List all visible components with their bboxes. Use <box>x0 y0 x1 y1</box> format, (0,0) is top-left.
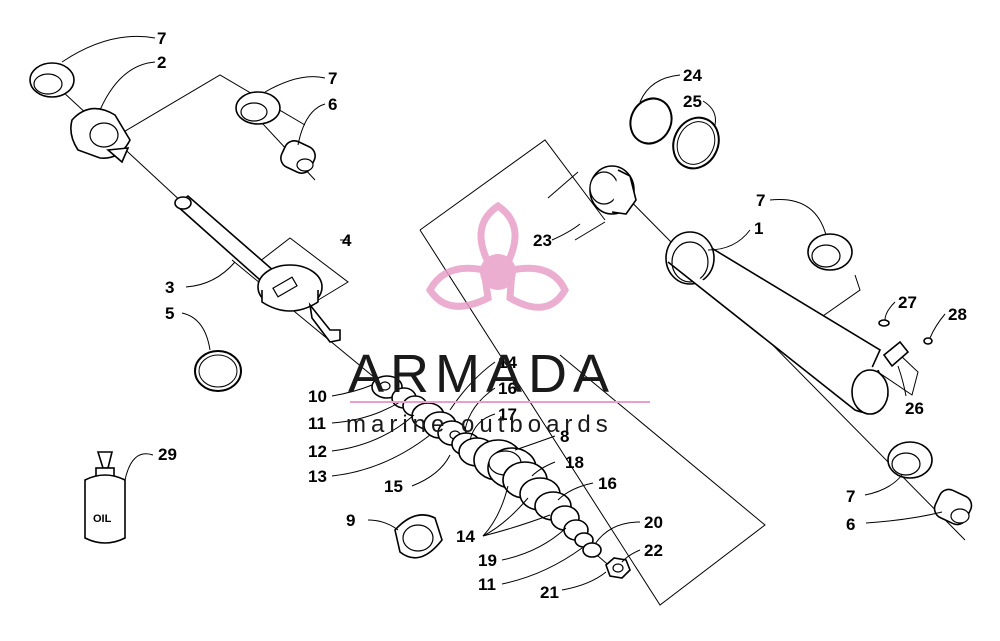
callout-13: 13 <box>308 467 327 486</box>
bushing-7-upper <box>235 91 281 125</box>
callout-6-a: 6 <box>328 95 337 114</box>
callout-7-c: 7 <box>756 191 765 210</box>
callout-2: 2 <box>157 53 166 72</box>
spring-8 <box>473 439 602 558</box>
oil-bottle-29: OIL <box>84 451 126 544</box>
callout-22: 22 <box>644 541 663 560</box>
callout-28: 28 <box>948 305 967 324</box>
callout-19: 19 <box>478 551 497 570</box>
callout-12: 12 <box>308 442 327 461</box>
callout-numbers: 7 2 7 6 3 4 5 10 11 12 13 14 16 17 15 8 … <box>157 29 967 602</box>
callout-27: 27 <box>898 293 917 312</box>
callout-3: 3 <box>165 278 174 297</box>
retainer-9 <box>394 514 443 559</box>
bushing-7-right <box>807 233 853 271</box>
callout-9: 9 <box>346 511 355 530</box>
callout-21: 21 <box>540 583 559 602</box>
callout-14-b: 14 <box>456 527 475 546</box>
bushing-7-top-left <box>29 62 75 98</box>
callout-7-d: 7 <box>846 487 855 506</box>
callout-7-b: 7 <box>328 69 337 88</box>
callout-16-a: 16 <box>498 379 517 398</box>
callout-18: 18 <box>565 453 584 472</box>
callout-6-b: 6 <box>846 515 855 534</box>
callout-5: 5 <box>165 304 174 323</box>
callout-17: 17 <box>498 405 517 424</box>
cap-23 <box>589 165 637 215</box>
sleeve-6-upper <box>280 140 316 174</box>
sleeve-6-bottom-right <box>933 488 973 526</box>
callout-25: 25 <box>683 92 702 111</box>
piston-4 <box>257 264 341 343</box>
leader-lines <box>61 35 946 591</box>
callout-14-a: 14 <box>498 353 517 372</box>
callout-15: 15 <box>384 477 403 496</box>
o-ring-5 <box>194 350 242 392</box>
callout-11-a: 11 <box>308 414 326 433</box>
valve-26-27-28 <box>878 319 933 368</box>
cylinder-body-1 <box>665 231 889 415</box>
nut-21 <box>605 557 631 579</box>
armada-watermark: ARMADA marine outboards <box>346 201 650 438</box>
ring-24 <box>629 97 673 145</box>
callout-1: 1 <box>754 219 763 238</box>
ring-25 <box>672 116 720 170</box>
bushing-7-bottom-right <box>887 441 933 479</box>
callout-7-a: 7 <box>157 29 166 48</box>
oil-label: OIL <box>93 513 112 525</box>
callout-16-b: 16 <box>598 474 617 493</box>
watermark-tagline: marine outboards <box>346 411 613 438</box>
callout-4: 4 <box>342 231 352 250</box>
callout-26: 26 <box>905 399 924 418</box>
callout-23: 23 <box>533 231 552 250</box>
eyelet-2 <box>70 107 131 164</box>
callout-29: 29 <box>158 445 177 464</box>
callout-8: 8 <box>560 427 569 446</box>
callout-24: 24 <box>683 66 702 85</box>
watermark-brand: ARMADA <box>348 344 615 404</box>
callout-11-b: 11 <box>478 575 496 594</box>
callout-20: 20 <box>644 513 663 532</box>
propeller-logo-icon <box>425 201 569 311</box>
callout-10: 10 <box>308 387 327 406</box>
